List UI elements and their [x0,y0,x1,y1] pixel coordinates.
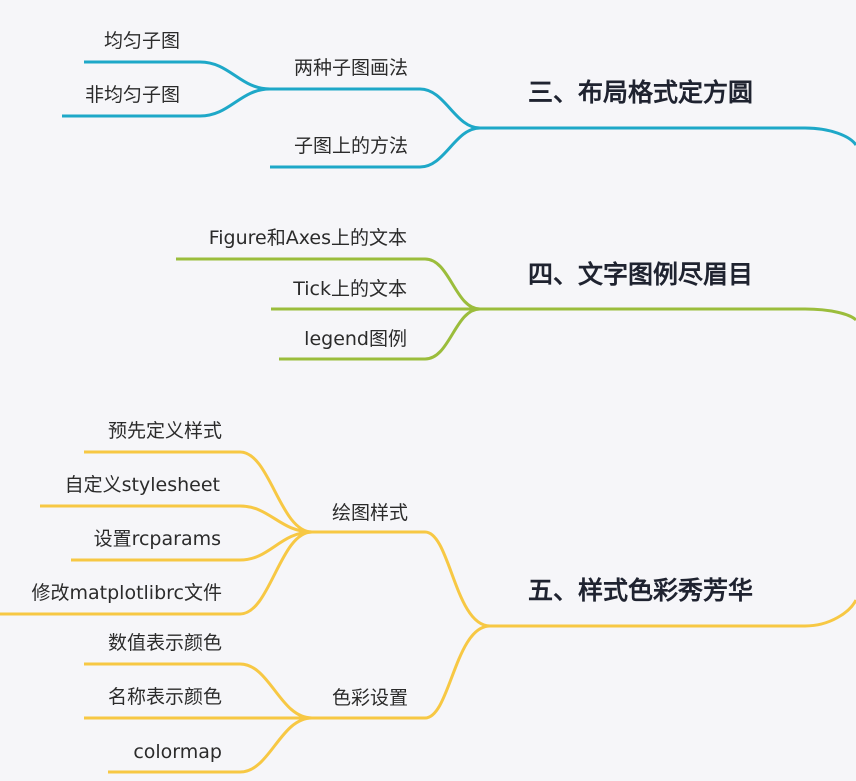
branch-5-link-stylesheet [40,504,313,534]
node-tick-text[interactable]: Tick上的文本 [293,278,407,300]
branch-4-link-figure-axes [176,257,481,311]
node-edit-matplotlibrc[interactable]: 修改matplotlibrc文件 [31,582,222,604]
branch-3-link-uniform [84,60,271,91]
branch-4-connectors [176,257,856,361]
node-legend[interactable]: legend图例 [304,328,407,350]
node-set-rcparams[interactable]: 设置rcparams [93,528,221,550]
node-predefined-style[interactable]: 预先定义样式 [107,420,222,442]
node-two-subplot-methods[interactable]: 两种子图画法 [293,57,408,79]
branch-5-link-colormap [108,716,313,774]
branch-4-link-legend [279,307,481,361]
node-named-color[interactable]: 名称表示颜色 [107,686,222,708]
node-uniform-subplot[interactable]: 均匀子图 [103,30,180,52]
branch-5-link-plot-style [312,530,491,628]
node-figure-axes-text[interactable]: Figure和Axes上的文本 [208,227,407,249]
branch-5-connectors [0,450,856,774]
branch-3-link-two-methods [270,87,481,130]
branch-5-link-rcparams [71,530,313,562]
branch-3-title[interactable]: 三、布局格式定方圆 [528,78,754,107]
branch-5-link-matplotlibrc [0,530,313,616]
branch-5-link-numeric-color [84,662,313,720]
branch-5-link-predefined [84,450,313,534]
node-color-setting[interactable]: 色彩设置 [331,687,408,709]
branch-5-main-line [490,599,856,628]
node-custom-stylesheet[interactable]: 自定义stylesheet [64,474,220,496]
branch-5-link-color-setting [312,624,491,720]
node-subplot-methods[interactable]: 子图上的方法 [293,135,408,157]
branch-5-title[interactable]: 五、样式色彩秀芳华 [528,576,754,605]
branch-3-main-line [480,126,856,146]
branch-3-link-subplot-methods [270,126,481,169]
branch-3-link-nonuniform [62,87,271,118]
branch-4-main-line [480,307,856,322]
node-colormap[interactable]: colormap [133,741,222,763]
branch-3-connectors [62,60,856,169]
node-plot-style[interactable]: 绘图样式 [331,502,408,524]
branch-4-title[interactable]: 四、文字图例尽眉目 [528,260,754,289]
node-numeric-color[interactable]: 数值表示颜色 [107,632,222,654]
node-nonuniform-subplot[interactable]: 非均匀子图 [84,84,180,106]
